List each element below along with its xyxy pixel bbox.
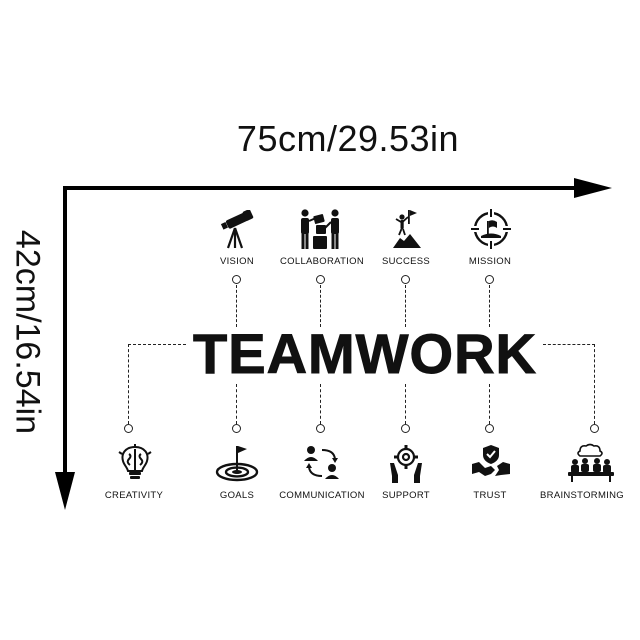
width-arrow-head [574,178,612,198]
height-arrow-shaft [63,186,67,476]
collaboration-connector-ring [316,275,325,284]
collaboration-label: COLLABORATION [280,256,364,267]
bullseye-flag-icon [215,444,259,482]
brainstorming-connector-ring [590,424,599,433]
creativity-connector-ring [124,424,133,433]
width-arrow-shaft [63,186,581,190]
vision-connector-line [236,285,237,327]
trust-connector-ring [485,424,494,433]
communication-connector-ring [316,424,325,433]
vision-label: VISION [219,256,254,267]
height-arrow-head [55,472,75,510]
handshake-shield-icon [471,444,511,482]
hands-gear-icon [388,443,424,483]
people-collaborating-icon [298,209,344,251]
mission-connector-line [489,285,490,327]
left-connector-line [128,344,186,345]
brain-bulb-icon [117,444,153,482]
target-flag-icon [471,209,511,249]
success-connector-line [405,285,406,327]
width-dimension-label: 75cm/29.53in [236,118,460,159]
right-drop-line [594,344,595,424]
trust-label: TRUST [473,490,507,501]
telescope-icon [220,210,254,250]
left-drop-line [128,344,129,424]
vision-connector-ring [232,275,241,284]
support-connector-line [405,384,406,424]
right-connector-line [543,344,595,345]
summit-flag-icon [390,210,424,250]
brainstorming-label: BRAINSTORMING [540,490,624,501]
teamwork-title: TEAMWORK [193,322,537,385]
height-dimension-label: 42cm/16.54in [8,229,47,435]
goals-label: GOALS [219,490,255,501]
goals-connector-line [236,384,237,424]
communication-connector-line [320,384,321,424]
trust-connector-line [489,384,490,424]
communication-label: COMMUNICATION [279,490,365,501]
mission-connector-ring [485,275,494,284]
collaboration-connector-line [320,285,321,327]
success-label: SUCCESS [381,256,431,267]
creativity-label: CREATIVITY [104,490,164,501]
support-label: SUPPORT [382,490,430,501]
support-connector-ring [401,424,410,433]
mission-label: MISSION [468,256,512,267]
people-exchange-icon [302,444,342,482]
meeting-table-icon [566,443,616,483]
goals-connector-ring [232,424,241,433]
success-connector-ring [401,275,410,284]
